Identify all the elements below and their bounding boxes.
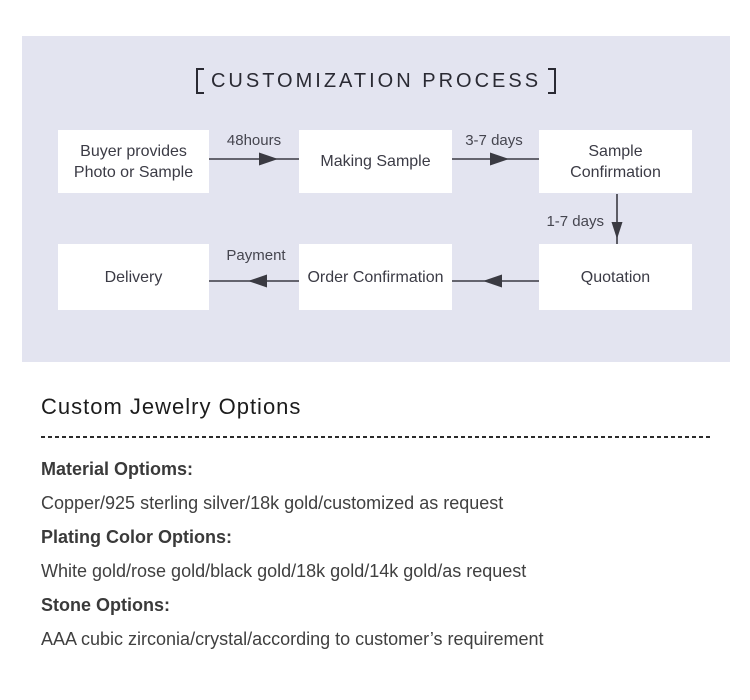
flow-node-delivery: Delivery (58, 244, 209, 310)
panel-title-text: CUSTOMIZATION PROCESS (210, 69, 542, 92)
flow-node-sample-confirmation: Sample Confirmation (539, 130, 692, 193)
arrowhead-left-icon (483, 274, 502, 288)
stone-options-title: Stone Options: (41, 595, 170, 615)
plating-color-options-title: Plating Color Options: (41, 527, 232, 547)
arrowhead-right-icon (490, 152, 509, 166)
arrowhead-left-icon (248, 274, 267, 288)
material-options-value: Copper/925 sterling silver/18k gold/cust… (41, 493, 504, 513)
flow-arrows (209, 152, 623, 288)
dashed-divider (41, 436, 710, 438)
panel-title: CUSTOMIZATION PROCESS (22, 68, 730, 94)
flow-node-quotation: Quotation (539, 244, 692, 310)
customization-process-panel: CUSTOMIZATION PROCESS Buyer provides Pho… (22, 36, 730, 362)
title-left-bracket-icon (195, 68, 204, 94)
material-options-title: Material Optioms: (41, 459, 194, 479)
flow-node-making-sample: Making Sample (299, 130, 452, 193)
flow-node-order-confirmation: Order Confirmation (299, 244, 452, 310)
title-right-bracket-icon (548, 68, 557, 94)
flow-node-buyer-provides: Buyer provides Photo or Sample (58, 130, 209, 193)
edge-label-48hours: 48hours (226, 132, 282, 149)
edge-label-1-7-days: 1-7 days (546, 213, 604, 230)
edge-label-payment: Payment (226, 247, 286, 264)
stone-options-value: AAA cubic zirconia/crystal/according to … (41, 629, 544, 649)
arrowhead-right-icon (259, 152, 278, 166)
plating-color-options-value: White gold/rose gold/black gold/18k gold… (41, 561, 527, 581)
custom-jewelry-options-section: Custom Jewelry Options Material Optioms:… (41, 394, 710, 662)
edge-label-3-7-days: 3-7 days (465, 132, 523, 149)
arrowhead-down-icon (611, 222, 623, 239)
options-heading: Custom Jewelry Options (41, 394, 302, 419)
